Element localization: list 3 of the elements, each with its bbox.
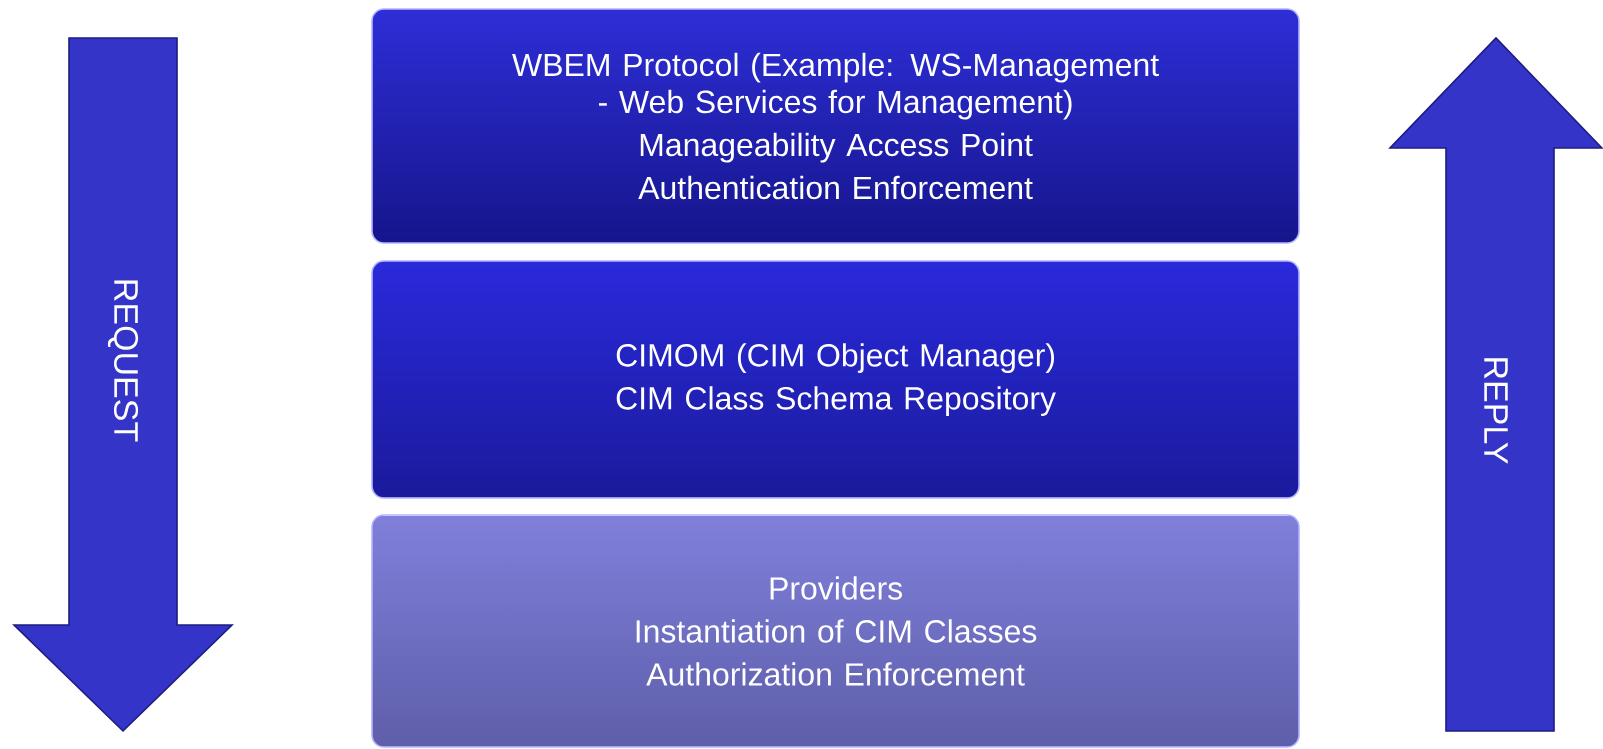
- layer-box: CIMOM (CIM Object Manager) CIM Class Schema Repository: [371, 260, 1300, 499]
- layer-box: Providers Instantiation of CIM Classes Authorization Enforcement: [371, 514, 1300, 748]
- layer-box: WBEM Protocol (Example: WS-Management - Web Services for Management) Manageability Access Point Authentication Enforcement: [371, 8, 1300, 244]
